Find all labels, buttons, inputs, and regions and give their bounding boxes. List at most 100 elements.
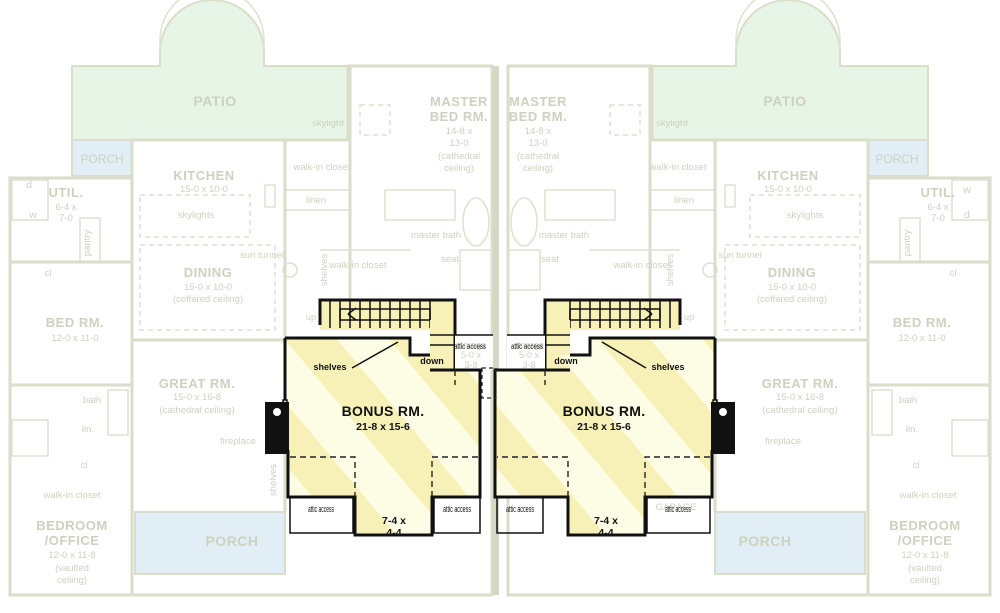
right-bedroom-office-label2: /OFFICE [898, 533, 953, 548]
right-skylights-box [749, 194, 861, 238]
right-bedroom-office-note: (vaulted [908, 563, 942, 574]
left-bonus-level: storage 5-0 x 3-8 attic access up BONUS … [265, 298, 493, 539]
left-master-note: (cathedral [438, 151, 480, 162]
left-attic-bl-box [289, 496, 354, 534]
right-storage-dims: 5-0 x [519, 350, 540, 360]
right-util-dims2: 7-0 [931, 213, 945, 224]
left-patio-arch [159, 0, 265, 52]
right-master-note: (cathedral [517, 151, 559, 162]
right-skylight-box [609, 104, 641, 136]
right-seat-label: seat [541, 254, 559, 265]
left-walkin-label: walk-in closet [292, 162, 350, 173]
left-bedroom-office-dims: 12-0 x 11-8 [48, 550, 95, 561]
left-skylight-box [359, 104, 391, 136]
right-stove [724, 184, 736, 208]
right-bonus-dims: 21-8 x 15-6 [577, 421, 631, 433]
right-tub [510, 197, 538, 247]
right-patio-label: PATIO [763, 93, 806, 109]
right-master-dims2: 13-0 [528, 138, 547, 149]
left-nook-dims: 7-4 x [382, 515, 406, 527]
left-util-w: w [28, 209, 37, 221]
left-util-label: UTIL. [49, 185, 84, 200]
left-bedroom-office-note2: ceiling) [57, 575, 87, 586]
right-knee-wall [497, 456, 710, 497]
left-master-label: MASTER [430, 94, 488, 109]
left-sun-tunnel-label: sun tunnel [240, 250, 284, 261]
right-linen-label: linen [674, 195, 694, 206]
left-bathtub [11, 419, 49, 457]
right-kitchen-label: KITCHEN [757, 168, 818, 183]
right-stair-arrow-icon [643, 307, 653, 321]
left-lin-label: lin. [82, 424, 94, 435]
right-shelves-leader [601, 341, 647, 369]
left-master-label2: BED RM. [430, 109, 488, 124]
right-washer [951, 179, 989, 221]
right-cl-label: cl [950, 268, 957, 279]
right-great-note: (cathedral ceiling) [763, 405, 838, 416]
left-bonus-label: BONUS RM. [342, 403, 425, 419]
right-attic-br-label: attic access [665, 504, 691, 514]
right-porch-bottom [714, 511, 866, 575]
left-shelves-label: shelves [313, 362, 346, 372]
right-dining-label: DINING [768, 265, 817, 280]
left-patio-label: PATIO [193, 93, 236, 109]
right-patio-arch [735, 0, 841, 52]
right-util-dims: 6-4 x [927, 202, 948, 213]
left-porch-top-label: PORCH [80, 152, 123, 166]
left-dining-note: (coffered ceiling) [173, 294, 243, 305]
left-sun-tunnel-circle [282, 262, 298, 278]
right-bedroom-office-label: BEDROOM [889, 518, 960, 533]
left-dining-label: DINING [184, 265, 233, 280]
right-great-dims: 15-0 x 16-8 [776, 392, 824, 403]
right-down-label: down [554, 356, 578, 366]
right-util-d: d [964, 209, 970, 221]
left-master-note2: ceiling) [444, 163, 474, 174]
left-shelves-v-label: shelves [319, 254, 330, 286]
right-sun-tunnel-circle [702, 262, 718, 278]
right-fireplace-label: fireplace [765, 436, 801, 447]
left-bedroom-office-label: BEDROOM [36, 518, 107, 533]
left-kitchen-note: skylights [178, 210, 215, 221]
right-chimney-flue-icon [719, 408, 727, 416]
right-porch-top-label: PORCH [875, 152, 918, 166]
right-nook-dims2: 4-4 [598, 527, 613, 539]
right-bonus-label: BONUS RM. [563, 403, 646, 419]
left-dining-dims: 15-0 x 10-0 [184, 282, 232, 293]
right-master-bath-label: master bath [539, 230, 589, 241]
right-attic-br-box [646, 496, 711, 534]
right-dining-ceiling [724, 244, 861, 331]
left-skylight-label: skylight [312, 118, 344, 129]
right-dining-dims: 15-0 x 10-0 [768, 282, 816, 293]
left-util-dims2: 7-0 [59, 213, 73, 224]
right-shower [507, 249, 541, 291]
right-patio [651, 0, 929, 141]
center-dashed-box [481, 367, 497, 399]
right-stair-handrail [569, 308, 661, 321]
left-sink [107, 389, 129, 436]
left-shelves-low-label: shelves [268, 464, 279, 496]
left-shower [459, 249, 493, 291]
right-garage-ghost-label: GARAGE [656, 502, 697, 513]
right-storage-label: storage [514, 340, 544, 350]
left-skylights-box [139, 194, 251, 238]
left-walkin2-label: walk-in closet [42, 490, 100, 501]
left-pantry-label: pantry [82, 230, 93, 257]
right-walkin2-label: walk-in closet [898, 490, 956, 501]
right-kitchen-note: skylights [787, 210, 824, 221]
right-bonus-level: storage 5-0 x 3-8 attic access up BONUS … [481, 298, 735, 539]
left-stair-arrow-icon [347, 307, 357, 321]
left-stair-handrail [339, 308, 431, 321]
left-knee-wall [290, 456, 478, 497]
left-master-bath-label: master bath [411, 230, 461, 241]
left-washer [11, 179, 49, 221]
left-attic-br-box [433, 496, 481, 534]
right-bedroom-office-note2: ceiling) [910, 575, 940, 586]
left-util-d: d [26, 179, 32, 191]
right-util-w: w [962, 184, 971, 196]
left-shelves-leader [351, 341, 399, 369]
right-shelves-label: shelves [651, 362, 684, 372]
left-stove [264, 184, 276, 208]
right-kitchen-dims: 15-0 x 10-0 [764, 184, 812, 195]
right-bedroom-office-dims: 12-0 x 11-8 [901, 550, 948, 561]
